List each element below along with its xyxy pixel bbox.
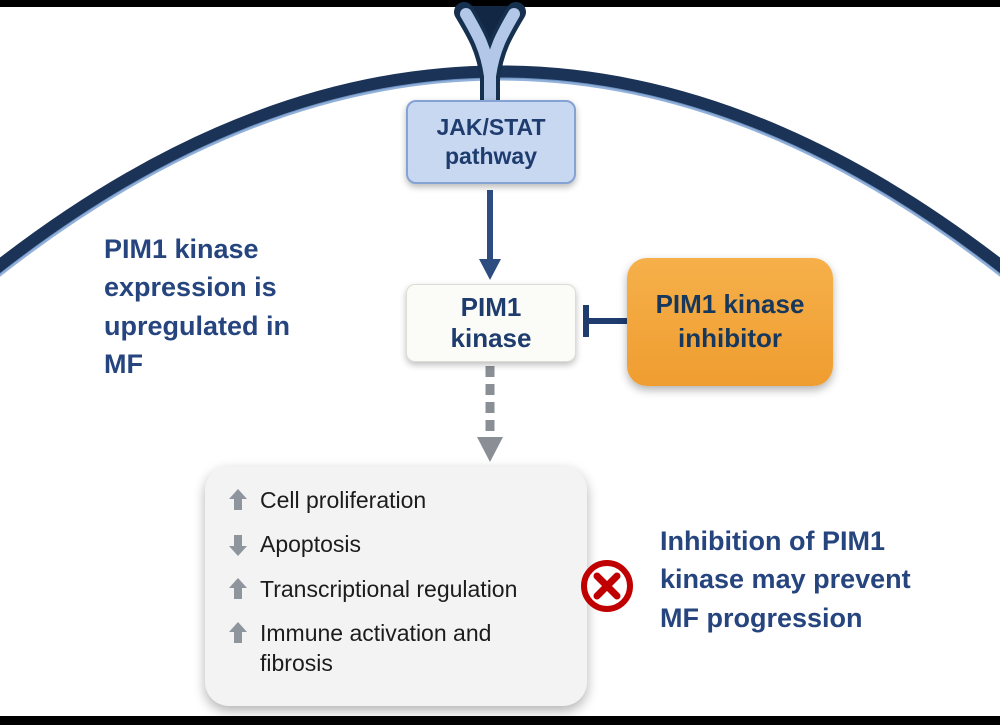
pim1-to-effects-arrow <box>477 366 503 462</box>
up-arrow-icon <box>229 577 247 601</box>
pim1-kinase-label: PIM1 kinase <box>450 291 532 353</box>
effect-item: Cell proliferation <box>229 486 569 515</box>
bottom-border-bar <box>0 716 1000 725</box>
left-annotation: PIM1 kinase expression is upregulated in… <box>104 234 291 379</box>
right-annotation: Inhibition of PIM1 kinase may prevent MF… <box>660 526 911 633</box>
jak-to-pim1-arrow <box>479 190 501 280</box>
effect-label: Immune activation and fibrosis <box>260 620 492 676</box>
effect-item: Apoptosis <box>229 530 569 559</box>
top-border-bar <box>0 0 1000 7</box>
pim1-inhibitor-label: PIM1 kinase inhibitor <box>655 289 805 353</box>
pim1-inhibitor-node: PIM1 kinase inhibitor <box>627 258 833 386</box>
effect-item: Immune activation and fibrosis <box>229 619 569 678</box>
down-arrow-icon <box>229 533 247 557</box>
effect-item: Transcriptional regulation <box>229 575 569 604</box>
receptor-icon <box>454 2 526 128</box>
up-arrow-icon <box>229 622 247 645</box>
effect-label: Transcriptional regulation <box>260 575 518 602</box>
pim1-kinase-node: PIM1 kinase <box>406 284 576 362</box>
up-arrow-icon <box>229 489 247 512</box>
jak-stat-node: JAK/STAT pathway <box>406 100 576 184</box>
effect-label: Apoptosis <box>260 531 362 558</box>
inhibition-t-connector <box>583 305 627 337</box>
jak-stat-label: JAK/STAT pathway <box>436 114 546 169</box>
effect-label: Cell proliferation <box>260 487 427 513</box>
crossed-circle-icon <box>581 560 633 612</box>
